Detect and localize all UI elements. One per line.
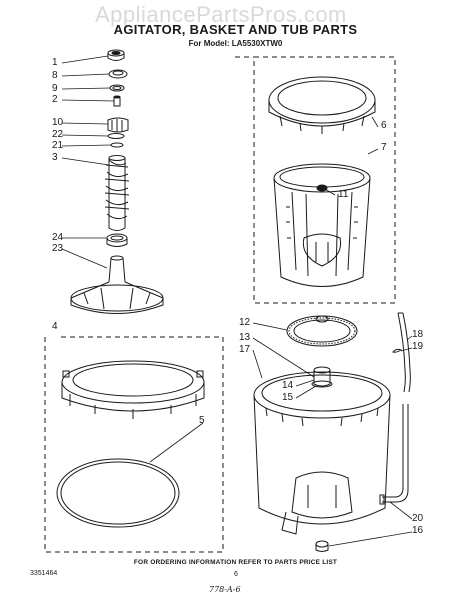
callout-19: 19	[412, 341, 424, 352]
handwritten-note: 778-A-6	[209, 585, 241, 594]
agitator-auger	[105, 156, 129, 231]
page-title: AGITATOR, BASKET AND TUB PARTS	[113, 22, 358, 37]
tub-drain-fitting	[316, 541, 328, 552]
callout-6: 6	[381, 120, 387, 131]
callout-1: 1	[52, 57, 58, 68]
callout-22: 22	[52, 129, 64, 140]
callout-12: 12	[239, 317, 251, 328]
callout-10: 10	[52, 117, 64, 128]
callout-17: 17	[239, 344, 251, 355]
callout-16: 16	[412, 525, 424, 536]
model-line: For Model: LA5530XTW0	[188, 39, 283, 48]
callout-3: 3	[52, 152, 58, 163]
part-number: 3351464	[30, 570, 58, 577]
drive-ring	[287, 316, 357, 346]
callout-9: 9	[52, 83, 58, 94]
callout-24: 24	[52, 232, 64, 243]
tub-seal-gasket	[57, 459, 179, 527]
hose-clamp	[393, 349, 401, 352]
callout-7: 7	[381, 142, 387, 153]
outer-tub	[254, 372, 390, 534]
ordering-note: FOR ORDERING INFORMATION REFER TO PARTS …	[133, 559, 338, 566]
balance-ring	[269, 77, 375, 134]
basket	[274, 164, 370, 287]
drain-hose	[398, 313, 410, 392]
tub-hub	[312, 367, 332, 387]
o-ring	[110, 85, 124, 91]
tub-ring	[62, 361, 204, 419]
callout-4: 4	[52, 321, 58, 332]
siphon-tube	[380, 404, 408, 504]
cap-seal	[109, 70, 127, 78]
callout-20: 20	[412, 513, 424, 524]
callout-8: 8	[52, 70, 58, 81]
agitator-base	[71, 256, 163, 314]
bearing-ring	[107, 234, 127, 247]
leader-lines	[52, 56, 412, 546]
agitator-cap	[108, 50, 124, 61]
callout-23: 23	[52, 243, 64, 254]
dogs-assembly	[108, 118, 128, 147]
callout-5: 5	[199, 415, 205, 426]
basket-box	[235, 57, 395, 303]
callout-18: 18	[412, 329, 424, 340]
agitator-bolt	[114, 96, 120, 106]
callout-11: 11	[338, 189, 349, 200]
callout-21: 21	[52, 140, 64, 151]
callout-14: 14	[282, 380, 294, 391]
page-number: 6	[234, 571, 238, 578]
callout-2: 2	[52, 94, 58, 105]
watermark: AppliancePartsPros.com	[95, 2, 347, 27]
callout-15: 15	[282, 392, 294, 403]
callout-13: 13	[239, 332, 251, 343]
ring-box	[45, 337, 223, 552]
